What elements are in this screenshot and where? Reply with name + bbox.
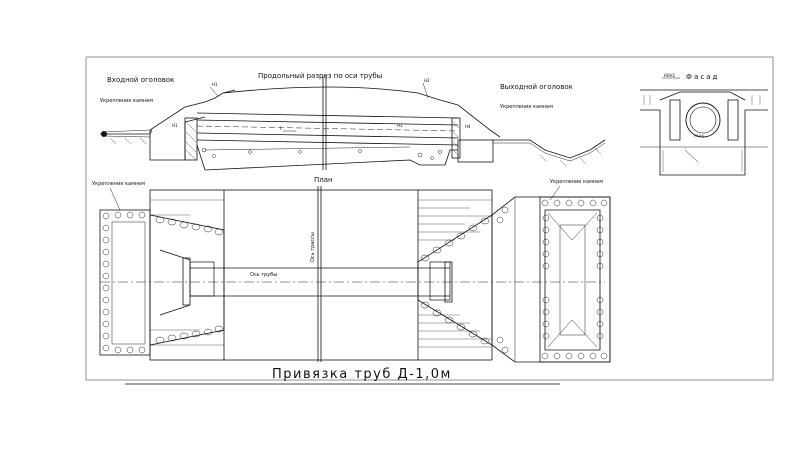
facade-title: Фасад — [686, 73, 719, 81]
route-axis-label: Ось трассы — [310, 232, 316, 262]
slope-label: i — [280, 126, 281, 132]
facade-mark: Н0Н2 — [664, 73, 676, 78]
stone-left-top-label: Укрепление камнем — [100, 98, 153, 104]
plan-label: План — [314, 176, 333, 184]
longitudinal-section: Входной оголовок Продольный разрез по ос… — [100, 72, 606, 171]
stone-right-top-label: Укрепление камнем — [500, 104, 553, 110]
facade-view: Фасад Н0Н2 Н1Н3 — [640, 73, 768, 176]
stone-plan-right-label: Укрепление камнем — [550, 179, 603, 185]
inlet-head-label: Входной оголовок — [107, 76, 174, 84]
stone-plan-left-label: Укрепление камнем — [92, 181, 145, 187]
outlet-head-label: Выходной оголовок — [500, 83, 573, 91]
facade-mark2: Н1Н3 — [694, 134, 704, 138]
mark-h1b: Н1 — [172, 123, 178, 128]
pipe-axis-label: Ось трубы — [250, 272, 277, 278]
mark-h3: Н3 — [397, 123, 403, 128]
drawing-title: Привязка труб Д-1,0м — [272, 367, 452, 382]
plan-view: План Укрепление камнем Укрепление камнем… — [92, 176, 611, 363]
mark-h2: Н2 — [424, 78, 430, 83]
mark-h1: Н1 — [212, 82, 218, 87]
sheet-frame — [85, 56, 774, 385]
section-title: Продольный разрез по оси трубы — [258, 72, 382, 80]
mark-h4: Н4 — [465, 124, 471, 129]
